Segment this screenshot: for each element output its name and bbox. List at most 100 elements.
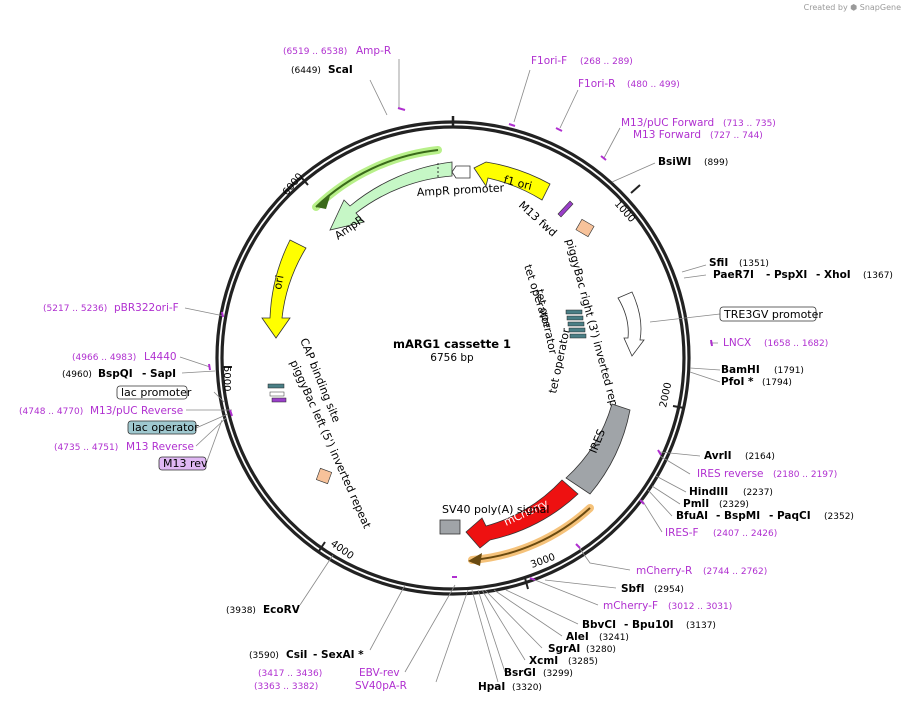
tick-mark <box>672 405 685 409</box>
primer-iresf-pos: (2407 .. 2426) <box>713 529 777 539</box>
site-csii-name: CsiI <box>286 649 307 661</box>
piggybac-left-label: piggyBac left (5') inverted repeat <box>287 358 374 531</box>
primer-pbr322-name: pBR322ori-F <box>114 302 179 314</box>
primer-mark-pbr322 <box>221 311 224 318</box>
site-hpai-pos: (3320) <box>512 683 542 693</box>
plasmid-size: 6756 bp <box>430 352 474 364</box>
primer-iresf-name: IRES-F <box>665 527 699 539</box>
lac-operator-label: lac operator <box>132 421 199 434</box>
site-sexai-name: - SexAI * <box>313 649 364 661</box>
site-sfii-pos: (1351) <box>739 259 769 269</box>
tet-operator-bar <box>567 321 585 327</box>
primer-f1orir-pos: (480 .. 499) <box>627 80 680 90</box>
primer-mark-mcherryr <box>575 543 581 549</box>
mcherry-highlight-arrowhead <box>468 553 482 566</box>
primer-mark-lncx <box>710 339 713 347</box>
primer-mcherryf-name: mCherry-F <box>603 600 658 612</box>
f1-ori-feature <box>473 161 551 201</box>
primer-mark-iresf <box>639 499 645 505</box>
primer-pbr322-pos: (5217 .. 5236) <box>43 304 107 314</box>
m13-rev-box <box>158 456 207 471</box>
leader-m13 <box>603 127 621 159</box>
sv40-feature <box>439 519 461 535</box>
lac-operator-box <box>127 420 197 435</box>
site-bsrgi-pos: (3299) <box>543 669 573 679</box>
site-pfoi-name: PfoI * <box>721 376 754 388</box>
tre3gv-box <box>719 306 817 322</box>
primer-mcherryr-pos: (2744 .. 2762) <box>703 567 767 577</box>
lac-promoter-box <box>116 385 188 400</box>
lac-operator-bar <box>267 383 285 389</box>
site-xcmi-name: XcmI <box>529 655 558 667</box>
leader-alei <box>493 589 563 637</box>
site-paqci-name: - PaqCI <box>769 510 811 522</box>
site-bamhi-pos: (1791) <box>774 366 804 376</box>
ampr-promoter-feature <box>451 165 471 179</box>
primer-f1orir-name: F1ori-R <box>578 78 615 90</box>
m13-rev-label: M13 rev <box>163 457 208 470</box>
leader-m13rev-box <box>205 419 223 465</box>
piggybac-right-box <box>575 218 595 238</box>
tick-label-4000: 4000 <box>328 538 355 562</box>
site-csii-pos: (3590) <box>249 651 279 661</box>
leader-sfii <box>681 264 707 273</box>
primer-mark-f1orif <box>508 123 516 127</box>
lac-region-features <box>267 383 287 403</box>
tet-operator-bar <box>568 327 586 333</box>
primer-m13puc-fwd-pos: (713 .. 735) <box>723 119 776 129</box>
m13-fwd-label: M13 fwd <box>516 199 559 240</box>
site-bspqi-pos: (4960) <box>62 370 92 380</box>
snapgene-logo-icon: ⬢ <box>850 3 858 12</box>
site-pmli-name: PmlI <box>683 498 709 510</box>
primer-l4440-pos: (4966 .. 4983) <box>72 353 136 363</box>
site-xhoi-name: - XhoI <box>816 269 851 281</box>
tet-operator-bar <box>565 309 583 315</box>
primer-m13rev-pos: (4735 .. 4751) <box>54 443 118 453</box>
site-xcmi-pos: (3285) <box>568 657 598 667</box>
leader-f1orir <box>559 89 579 129</box>
primer-sv40pa-name: SV40pA-R <box>355 680 407 692</box>
primer-m13puc-fwd-name: M13/pUC Forward <box>621 117 714 129</box>
site-sbfi-name: SbfI <box>621 583 645 595</box>
tet-operator-bar <box>566 315 584 321</box>
site-sapi-label: SapI <box>150 368 176 380</box>
primer-mark-mcherryf <box>529 577 536 581</box>
site-ecorv-name: EcoRV <box>263 604 301 616</box>
site-pmli-pos: (2329) <box>719 500 749 510</box>
leader-mcherryr <box>577 545 631 571</box>
site-bspmi-label: BspMI <box>724 510 760 522</box>
leader-avrii <box>659 451 701 457</box>
site-sapi-name: - SapI <box>142 368 176 380</box>
site-avrii-name: AvrII <box>704 450 732 462</box>
site-bsiwi-name: BsiWI <box>658 156 691 168</box>
site-pspxi-name: - PspXI <box>766 269 807 281</box>
tre3gv-feature <box>617 291 645 357</box>
site-avrii-pos: (2164) <box>745 452 775 462</box>
primer-lncx-pos: (1658 .. 1682) <box>764 339 828 349</box>
site-xhoi-label: XhoI <box>824 269 851 281</box>
primer-ampr-name: Amp-R <box>356 45 391 57</box>
credit-brand: SnapGene <box>859 3 901 12</box>
primer-mark-m13puc-rev <box>229 409 233 417</box>
plasmid-name: mARG1 cassette 1 <box>393 337 511 351</box>
leader-bamhi <box>689 367 721 371</box>
leader-ires-rev <box>659 455 691 475</box>
site-bfuai-name: BfuAI <box>676 510 708 522</box>
site-pfoi-pos: (1794) <box>762 378 792 388</box>
site-alei-name: AleI <box>566 631 589 643</box>
leader-bsrgi <box>477 589 506 673</box>
primer-lncx-name: LNCX <box>723 337 751 349</box>
primer-l4440-name: L4440 <box>144 351 177 363</box>
site-bfuai-pos: (2352) <box>824 512 854 522</box>
snapgene-credit: Created by ⬢ SnapGene <box>804 3 901 12</box>
leader-tre3gv <box>649 313 721 323</box>
lac-promoter-label: lac promoter <box>121 386 192 399</box>
site-bpu10i-label: Bpu10I <box>632 619 674 631</box>
tick-label-2000: 2000 <box>658 381 674 408</box>
leader-iresf <box>641 499 663 533</box>
leader-hindiii <box>655 475 687 493</box>
leader-f1orif <box>513 69 531 123</box>
tick-mark <box>630 184 641 194</box>
ampr-highlight-arrowhead <box>316 196 330 209</box>
